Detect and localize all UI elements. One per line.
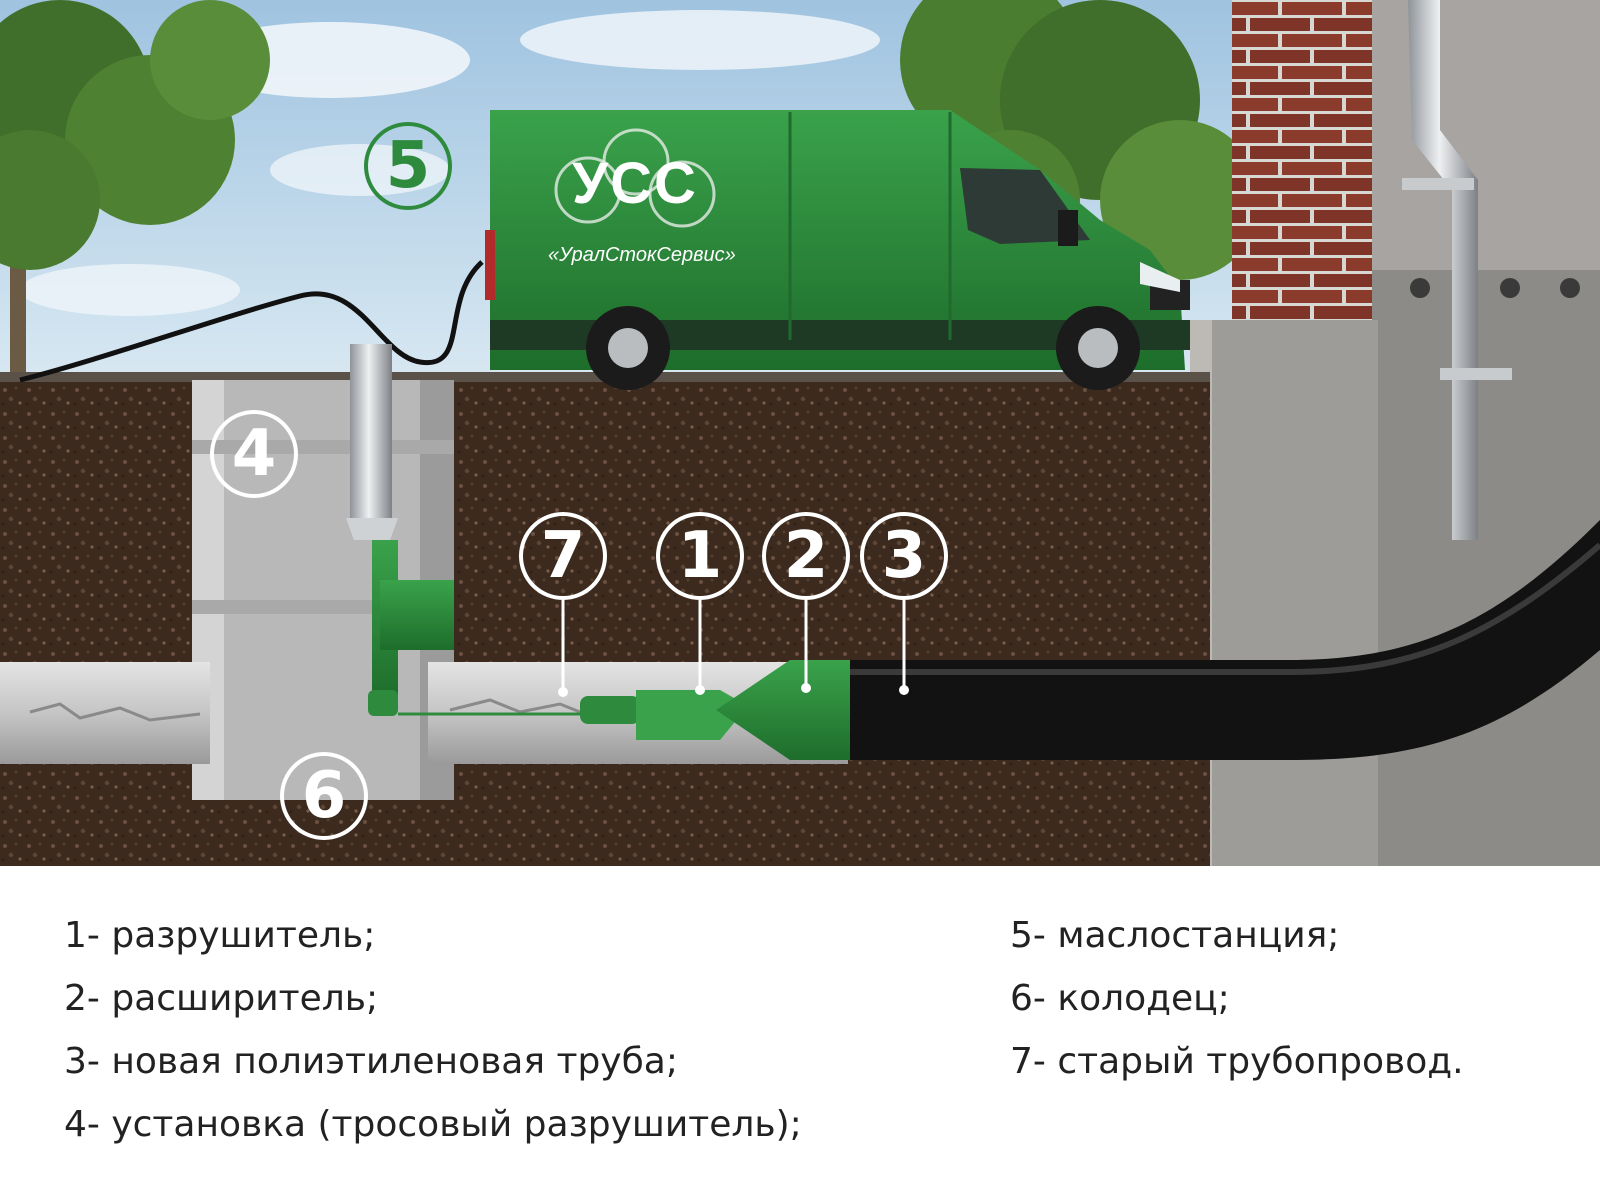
legend-item: 6- колодец;	[1010, 967, 1464, 1030]
callout-7: 7	[519, 512, 607, 600]
van-company-name: «УралСтокСервис»	[548, 244, 736, 267]
legend: 1- разрушитель; 2- расширитель; 3- новая…	[0, 866, 1600, 1200]
callout-2: 2	[762, 512, 850, 600]
callout-6: 6	[280, 752, 368, 840]
diagram-scene: УСС «УралСтокСервис» 5 4 6 7 1 2 3	[0, 0, 1600, 866]
callout-3: 3	[860, 512, 948, 600]
callout-1: 1	[656, 512, 744, 600]
legend-item: 4- установка (тросовый разрушитель);	[64, 1093, 802, 1156]
legend-item: 3- новая полиэтиленовая труба;	[64, 1030, 802, 1093]
legend-column-right: 5- маслостанция; 6- колодец; 7- старый т…	[1010, 904, 1464, 1093]
van-logo-letters: УСС	[572, 150, 698, 217]
soil	[0, 378, 1210, 866]
legend-item: 1- разрушитель;	[64, 904, 802, 967]
callout-5: 5	[364, 122, 452, 210]
callout-4: 4	[210, 410, 298, 498]
legend-column-left: 1- разрушитель; 2- расширитель; 3- новая…	[64, 904, 802, 1156]
legend-item: 7- старый трубопровод.	[1010, 1030, 1464, 1093]
legend-item: 5- маслостанция;	[1010, 904, 1464, 967]
legend-item: 2- расширитель;	[64, 967, 802, 1030]
